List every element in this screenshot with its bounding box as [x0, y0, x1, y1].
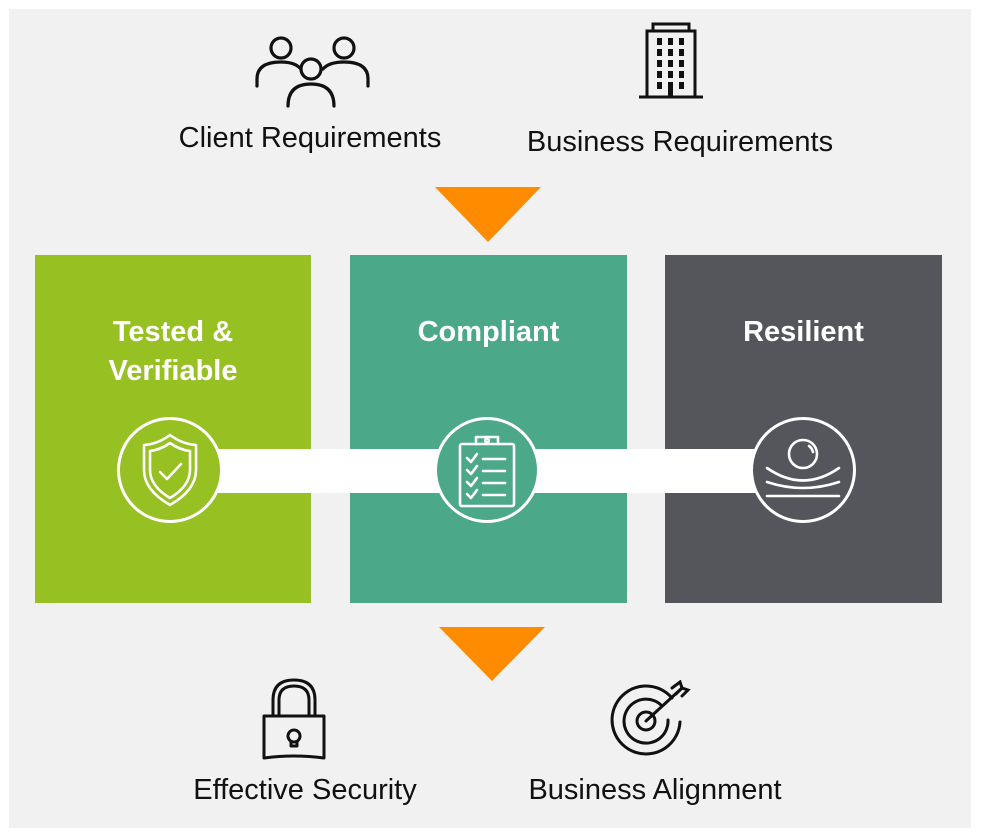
icon-circle-tested — [117, 417, 223, 523]
target-arrow-icon — [610, 680, 691, 756]
pillar-title: Tested & Verifiable — [108, 316, 238, 387]
client-requirements-label: Client Requirements — [178, 122, 442, 154]
input-business-requirements: Business Requirements — [500, 22, 860, 167]
shield-check-icon — [142, 433, 198, 507]
business-alignment-label: Business Alignment — [528, 774, 782, 806]
office-building-icon — [639, 22, 703, 99]
pillar-title: Compliant — [417, 316, 560, 348]
padlock-icon — [262, 678, 326, 760]
down-arrow-bottom — [439, 627, 545, 681]
people-group-icon — [255, 36, 370, 108]
ball-on-waves-icon — [765, 438, 841, 498]
outcome-business-alignment: Business Alignment — [500, 680, 810, 815]
outcome-effective-security: Effective Security — [160, 678, 450, 813]
clipboard-checklist-icon — [458, 435, 516, 508]
pillar-tested-verifiable: Tested & Verifiable — [35, 255, 311, 603]
icon-circle-resilient — [750, 417, 856, 523]
input-client-requirements: Client Requirements — [150, 34, 470, 164]
down-arrow-top — [435, 187, 541, 242]
effective-security-label: Effective Security — [193, 774, 417, 806]
icon-circle-compliant — [434, 417, 540, 523]
business-requirements-label: Business Requirements — [526, 126, 834, 158]
pillar-title: Resilient — [743, 316, 864, 348]
